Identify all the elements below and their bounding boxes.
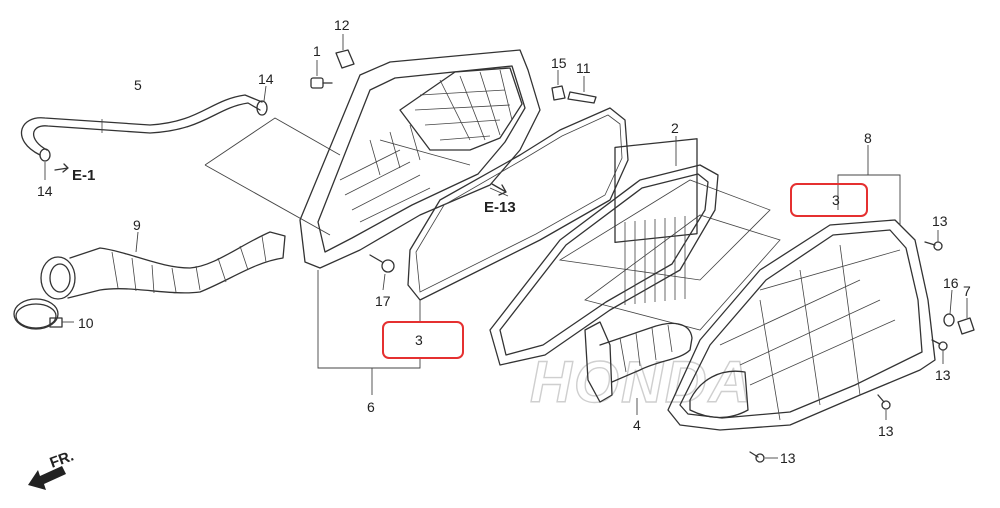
case-6 <box>299 49 541 269</box>
e13-reference <box>491 183 507 196</box>
label-10: 10 <box>78 315 94 331</box>
label-13-a: 13 <box>932 213 948 229</box>
label-12: 12 <box>334 17 350 33</box>
nut-15 <box>551 70 566 101</box>
hose-5 <box>20 94 263 156</box>
label-3-right: 3 <box>832 192 840 208</box>
label-2: 2 <box>671 120 679 136</box>
clip-14-top <box>256 85 268 116</box>
highlight-box-3-left <box>382 321 464 359</box>
label-14-top: 14 <box>258 71 274 87</box>
watermark-text: HONDA <box>530 350 753 415</box>
e1-reference <box>54 163 69 173</box>
label-16: 16 <box>943 275 959 291</box>
label-13-d: 13 <box>780 450 796 466</box>
screw-13-d <box>749 451 778 463</box>
label-11: 11 <box>576 60 591 76</box>
label-13-c: 13 <box>878 423 894 439</box>
clip-12 <box>335 34 355 69</box>
bolt-17 <box>369 254 395 291</box>
screw-13-b <box>931 339 948 364</box>
cap-7 <box>957 298 975 335</box>
label-3-left: 3 <box>415 332 423 348</box>
tube-4 <box>584 321 693 415</box>
label-9: 9 <box>133 217 141 233</box>
group-6-bracket <box>204 117 421 395</box>
label-e13: E-13 <box>484 199 516 216</box>
highlight-box-3-right <box>790 183 868 217</box>
filter-element-2 <box>489 136 719 366</box>
label-8: 8 <box>864 130 872 146</box>
label-6: 6 <box>367 399 375 415</box>
label-13-b: 13 <box>935 367 951 383</box>
label-4: 4 <box>633 417 641 433</box>
screw-13-c <box>877 394 891 420</box>
label-e1: E-1 <box>72 167 95 184</box>
clip-14-left <box>39 148 51 180</box>
screw-1 <box>310 60 333 89</box>
honda-watermark: HONDA <box>529 179 781 416</box>
label-1: 1 <box>313 43 321 59</box>
clip-16 <box>943 289 955 327</box>
screw-13-a <box>924 230 943 251</box>
label-17: 17 <box>375 293 391 309</box>
label-front: FR. <box>48 448 77 472</box>
clamp-10 <box>13 298 74 330</box>
label-5: 5 <box>134 77 142 93</box>
label-7: 7 <box>963 283 971 299</box>
cover-8 <box>667 145 936 431</box>
label-14-left: 14 <box>37 183 53 199</box>
label-15: 15 <box>551 55 567 71</box>
seal-3-left <box>407 107 629 322</box>
pin-11 <box>567 76 597 104</box>
intake-duct-9 <box>40 231 286 300</box>
front-arrow <box>28 466 66 490</box>
